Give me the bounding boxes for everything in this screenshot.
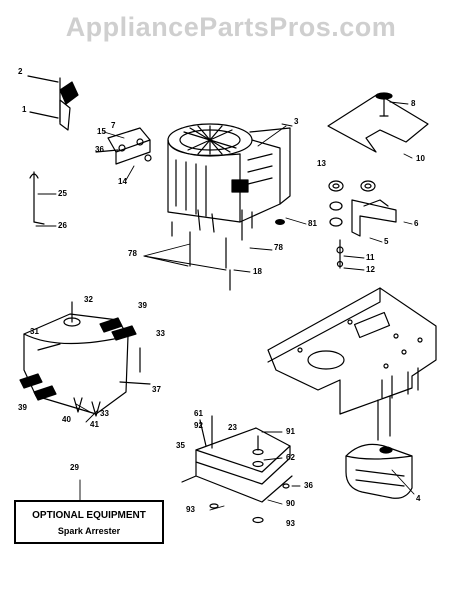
callout-36-left: 36: [95, 145, 104, 154]
callout-39-bottom: 39: [18, 403, 27, 412]
leader-lines: [35, 101, 415, 511]
callout-32: 32: [84, 295, 93, 304]
callout-3: 3: [294, 117, 299, 126]
callout-93-left: 93: [186, 505, 195, 514]
callout-39-top: 39: [138, 301, 147, 310]
callout-8: 8: [411, 99, 416, 108]
callout-33-bottom: 33: [100, 409, 109, 418]
callout-25: 25: [58, 189, 67, 198]
callout-62: 62: [286, 453, 295, 462]
callout-31: 31: [30, 327, 39, 336]
callout-5: 5: [384, 237, 389, 246]
throttle-lever-part: [27, 75, 79, 131]
callout-12: 12: [366, 265, 375, 274]
callout-36-right: 36: [304, 481, 313, 490]
callout-13: 13: [317, 159, 326, 168]
rod-part: [29, 171, 45, 225]
chassis-plate-part: [267, 287, 437, 441]
engine-part: [167, 123, 291, 237]
heat-shield-part: [181, 415, 293, 524]
callout-90: 90: [286, 499, 295, 508]
callout-78-right: 78: [274, 243, 283, 252]
spark-arrester-part: [19, 301, 151, 417]
callout-14: 14: [118, 177, 127, 186]
callout-41: 41: [90, 420, 99, 429]
bracket-part: [95, 127, 152, 165]
callout-2: 2: [18, 67, 23, 76]
callout-10: 10: [416, 154, 425, 163]
callout-33-top: 33: [156, 329, 165, 338]
spark-arrester-label: Spark Arrester: [57, 526, 121, 536]
callout-4: 4: [416, 494, 421, 503]
callout-26: 26: [58, 221, 67, 230]
callout-78-left: 78: [128, 249, 137, 258]
watermark: AppliancePartsPros.com: [65, 12, 397, 42]
callout-35: 35: [176, 441, 185, 450]
callout-40: 40: [62, 415, 71, 424]
callout-37: 37: [152, 385, 161, 394]
callout-61: 61: [194, 409, 203, 418]
callout-15: 15: [97, 127, 106, 136]
gasket-part: [275, 219, 285, 225]
callout-92: 92: [194, 421, 203, 430]
callout-18: 18: [253, 267, 262, 276]
callout-23: 23: [228, 423, 237, 432]
callout-11: 11: [366, 253, 375, 262]
optional-equipment-box: OPTIONAL EQUIPMENT Spark Arrester: [14, 500, 164, 544]
callout-93-right: 93: [286, 519, 295, 528]
callout-7: 7: [111, 121, 116, 130]
mount-bracket-part: [328, 180, 397, 269]
cover-plate-part: [327, 92, 429, 153]
bolts-part: [189, 209, 253, 291]
callout-81: 81: [308, 219, 317, 228]
callout-6: 6: [414, 219, 419, 228]
callout-29: 29: [70, 463, 79, 472]
muffler-part: [345, 443, 413, 499]
optional-equipment-title: OPTIONAL EQUIPMENT: [32, 510, 146, 521]
callout-91: 91: [286, 427, 295, 436]
callout-1: 1: [22, 105, 27, 114]
